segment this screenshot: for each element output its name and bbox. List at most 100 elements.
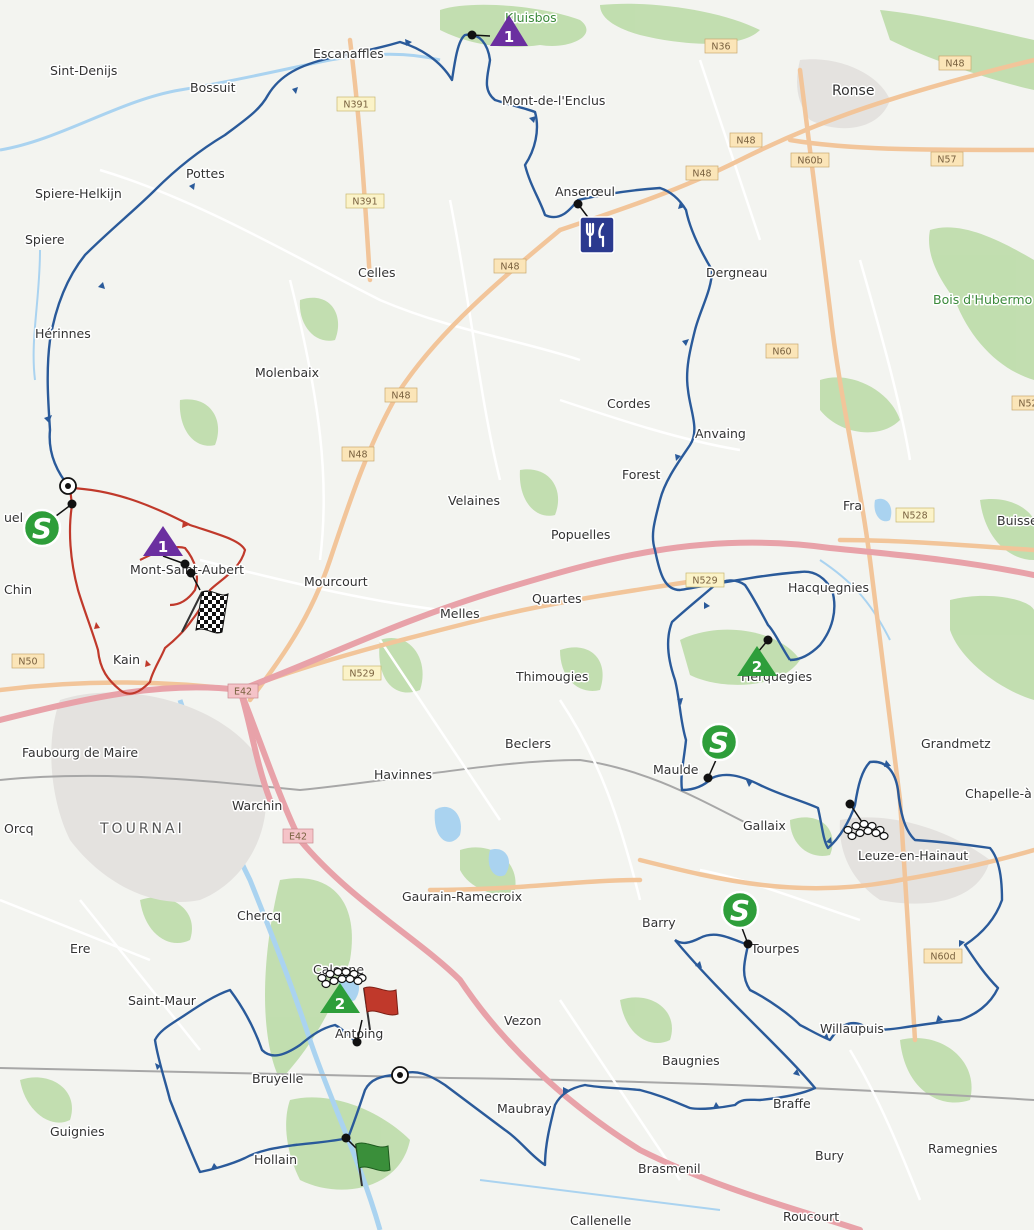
place-label: Bossuit <box>190 80 236 95</box>
svg-text:N48: N48 <box>945 59 964 70</box>
place-label: Melles <box>440 606 480 621</box>
svg-text:N52: N52 <box>1018 399 1034 410</box>
road-label-n48-c: N48 <box>493 258 527 274</box>
red-flag-marker[interactable] <box>363 986 399 1031</box>
place-label: Bury <box>815 1148 845 1163</box>
place-label: Hollain <box>254 1152 297 1167</box>
place-label: Havinnes <box>374 767 432 782</box>
place-label: TOURNAI <box>99 821 185 837</box>
place-label: Buisse <box>997 513 1034 528</box>
place-label: Saint-Maur <box>128 993 197 1008</box>
route-point <box>573 199 583 209</box>
place-label: Sint-Denijs <box>50 63 117 78</box>
route-point <box>67 499 77 509</box>
place-label: Tourpes <box>750 941 799 956</box>
svg-text:2: 2 <box>752 658 762 676</box>
mountain-triangle-icon <box>143 526 183 556</box>
place-label: Faubourg de Maire <box>22 745 138 760</box>
road-label-n60d: N60d <box>923 948 963 964</box>
road-label-n48-ne: N48 <box>938 55 972 71</box>
svg-text:N60: N60 <box>772 347 791 358</box>
feed-zone-marker[interactable] <box>573 199 615 254</box>
place-label: Gaurain-Ramecroix <box>402 889 522 904</box>
mountain-triangle-icon <box>320 983 360 1013</box>
road-label-n57: N57 <box>930 151 964 167</box>
place-label: Leuze-en-Hainaut <box>858 848 968 863</box>
motorways <box>0 539 1034 1230</box>
svg-text:N48: N48 <box>692 169 711 180</box>
svg-text:S: S <box>709 726 729 759</box>
place-label: Maulde <box>653 762 699 777</box>
climb-marker-kluisbos[interactable]: 1 <box>467 15 529 46</box>
place-label: Forest <box>622 467 660 482</box>
cobblestones-icon <box>317 967 367 989</box>
svg-text:S: S <box>730 894 750 927</box>
place-label: Mont-Saint-Aubert <box>130 562 244 577</box>
km0-circle-marker[interactable] <box>391 1066 409 1084</box>
road-label-n48-a: N48 <box>729 132 763 148</box>
urban-areas <box>51 59 990 904</box>
place-label: Ramegnies <box>928 1141 997 1156</box>
place-labels: Sint-Denijs Bossuit Escanaffles Kluisbos… <box>3 9 1034 1230</box>
place-label: Anserœul <box>555 184 615 199</box>
road-label-e42-b: E42 <box>282 828 314 844</box>
place-label: Spiere-Helkijn <box>35 186 122 201</box>
road-labels: N36 N48 N391 N391 N48 N60b N57 N48 <box>11 38 1034 964</box>
svg-text:N391: N391 <box>352 197 377 208</box>
sprint-marker-tourpes[interactable]: S <box>720 890 760 949</box>
main-race-route <box>46 33 1004 1174</box>
start-flag-marker[interactable] <box>341 1133 391 1187</box>
svg-text:N48: N48 <box>391 391 410 402</box>
place-label: Bruyelle <box>252 1071 304 1086</box>
place-label: Dergneau <box>706 265 767 280</box>
mountain-triangle-icon <box>490 15 528 46</box>
svg-text:1: 1 <box>504 28 514 46</box>
green-flag-icon <box>355 1142 391 1172</box>
road-label-n529-a: N529 <box>685 572 725 588</box>
place-label: Thimougies <box>515 669 588 684</box>
place-label: Baugnies <box>662 1053 720 1068</box>
svg-text:N57: N57 <box>937 155 956 166</box>
road-label-n529-b: N529 <box>342 665 382 681</box>
place-label: Grandmetz <box>921 736 991 751</box>
place-label: Molenbaix <box>255 365 319 380</box>
road-label-n528: N528 <box>895 507 935 523</box>
place-label: Hacquegnies <box>788 580 869 595</box>
finish-flag-marker[interactable] <box>181 568 229 634</box>
climb-marker-calonne[interactable]: 2 <box>317 967 367 1047</box>
place-label: Velaines <box>448 493 500 508</box>
place-label: Vezon <box>504 1013 541 1028</box>
place-label: Spiere <box>25 232 65 247</box>
place-label: Mourcourt <box>304 574 368 589</box>
place-label: Escanaffles <box>313 46 384 61</box>
climb-marker-herquegies[interactable]: 2 <box>737 635 777 677</box>
route-point <box>743 939 753 949</box>
place-label: Chercq <box>237 908 281 923</box>
svg-text:E42: E42 <box>234 687 252 698</box>
climb-marker-mont-saint-aubert[interactable]: 1 <box>143 526 190 569</box>
mountain-triangle-icon <box>737 646 777 676</box>
sprint-marker-west[interactable]: S <box>22 499 77 548</box>
road-label-n50: N50 <box>11 653 45 669</box>
start-circle-marker[interactable] <box>59 477 77 495</box>
place-label: Mont-de-l'Enclus <box>502 93 605 108</box>
road-label-n391-a: N391 <box>336 96 376 112</box>
place-label: Ronse <box>832 83 874 99</box>
place-label: Quartes <box>532 591 582 606</box>
place-label: Ere <box>70 941 91 956</box>
sprint-marker-maulde[interactable]: S <box>699 722 739 783</box>
place-label: Chin <box>4 582 32 597</box>
place-label: Cordes <box>607 396 650 411</box>
road-label-n48-e: N48 <box>341 446 375 462</box>
road-label-e42-a: E42 <box>227 683 259 699</box>
road-label-n36: N36 <box>704 38 738 54</box>
svg-text:N391: N391 <box>343 100 368 111</box>
svg-text:S: S <box>32 512 52 545</box>
road-label-n48-d: N48 <box>384 387 418 403</box>
road-label-n52: N52 <box>1011 395 1034 411</box>
svg-text:N48: N48 <box>736 136 755 147</box>
cobbles-marker-leuze[interactable] <box>843 799 889 841</box>
route-point <box>352 1037 362 1047</box>
place-label: Barry <box>642 915 676 930</box>
